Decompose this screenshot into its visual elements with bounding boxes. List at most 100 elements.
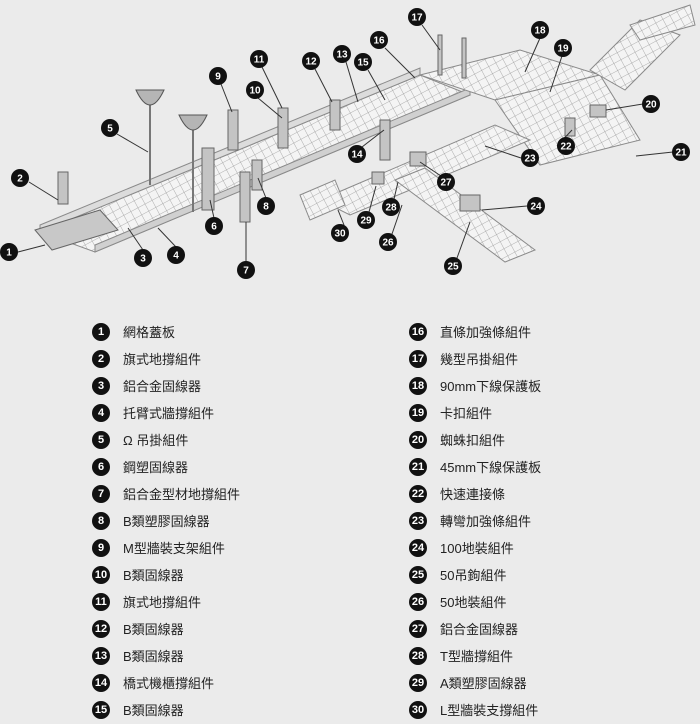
callout-number: 4	[173, 251, 179, 262]
legend-item-15: 15 B類固線器	[92, 696, 240, 723]
callout-circle	[357, 211, 375, 229]
callout-number: 17	[411, 13, 423, 24]
callout-number: 1	[6, 248, 12, 259]
callout-number: 16	[373, 36, 385, 47]
callout-20: 20	[642, 95, 660, 113]
legend-number-badge: 14	[92, 673, 110, 692]
omega-hangers	[135, 89, 208, 212]
callout-number: 14	[351, 150, 363, 161]
legend-number-badge: 19	[409, 403, 427, 422]
legend-label: 鋼塑固線器	[123, 460, 189, 475]
callout-number: 26	[382, 238, 394, 249]
callout-5: 5	[101, 119, 119, 137]
callout-number: 29	[360, 216, 372, 227]
legend-label: T型牆撐組件	[440, 649, 513, 664]
callout-21: 21	[672, 143, 690, 161]
legend-label: 旗式地撐組件	[123, 595, 202, 610]
callout-number: 28	[385, 203, 397, 214]
callout-number: 6	[211, 222, 217, 233]
legend-label: B類固線器	[123, 703, 184, 718]
legend-number-badge: 26	[409, 592, 427, 611]
callout-circle	[167, 246, 185, 264]
callout-number: 25	[447, 262, 459, 273]
legend-number-badge: 12	[92, 619, 110, 638]
callout-circle	[331, 224, 349, 242]
legend-label: 網格蓋板	[123, 325, 176, 340]
legend-number-badge: 20	[409, 430, 427, 449]
callout-9: 9	[209, 67, 227, 85]
legend-label: 鋁合金固線器	[440, 622, 519, 637]
callout-circle	[444, 257, 462, 275]
legend-label: 蜘蛛扣組件	[440, 433, 506, 448]
callout-7: 7	[237, 261, 255, 279]
legend-number-badge: 28	[409, 646, 427, 665]
legend-item-6: 6 鋼塑固線器	[92, 453, 240, 480]
callout-25: 25	[444, 257, 462, 275]
legend-number-badge: 29	[409, 673, 427, 692]
callout-circle	[521, 149, 539, 167]
legend-label: 鋁合金型材地撐組件	[123, 487, 241, 502]
legend-label: 幾型吊掛組件	[440, 352, 519, 367]
callout-8: 8	[257, 197, 275, 215]
leader-lines	[17, 24, 674, 262]
callout-circle	[437, 173, 455, 191]
mesh-cover-plate	[34, 209, 119, 251]
legend-number-badge: 21	[409, 457, 427, 476]
callout-circle	[531, 21, 549, 39]
legend-item-17: 17 幾型吊掛組件	[409, 345, 541, 372]
callout-16: 16	[370, 31, 388, 49]
legend-number-badge: 1	[92, 322, 110, 341]
callout-circle	[672, 143, 690, 161]
callout-circle	[246, 81, 264, 99]
legend-label: 快速連接條	[440, 487, 506, 502]
legend-item-1: 1 網格蓋板	[92, 318, 240, 345]
callout-circle	[11, 169, 29, 187]
callout-13: 13	[333, 45, 351, 63]
callout-14: 14	[348, 145, 366, 163]
lower-tray-run	[299, 124, 537, 263]
callout-15: 15	[354, 53, 372, 71]
callout-number: 22	[560, 142, 572, 153]
legend-label: 轉彎加強條組件	[440, 514, 532, 529]
upper-tray-run	[418, 4, 696, 166]
callout-number: 24	[530, 202, 542, 213]
legend-number-badge: 6	[92, 457, 110, 476]
callout-24: 24	[527, 197, 545, 215]
legend-number-badge: 2	[92, 349, 110, 368]
legend-label: B類塑膠固線器	[123, 514, 210, 529]
callout-number: 23	[524, 154, 536, 165]
legend-number-badge: 15	[92, 700, 110, 719]
callout-18: 18	[531, 21, 549, 39]
legend-number-badge: 8	[92, 511, 110, 530]
callout-3: 3	[134, 249, 152, 267]
callout-circle	[0, 243, 18, 261]
callout-1: 1	[0, 243, 18, 261]
legend-number-badge: 24	[409, 538, 427, 557]
callout-26: 26	[379, 233, 397, 251]
callout-2: 2	[11, 169, 29, 187]
callout-circle	[101, 119, 119, 137]
callout-circle	[370, 31, 388, 49]
legend-number-badge: 17	[409, 349, 427, 368]
callout-6: 6	[205, 217, 223, 235]
legend-label: 50吊鉤組件	[440, 568, 507, 583]
legend-number-badge: 9	[92, 538, 110, 557]
callout-circle	[302, 52, 320, 70]
callout-circle	[527, 197, 545, 215]
callout-number: 10	[249, 86, 261, 97]
legend-number-badge: 27	[409, 619, 427, 638]
legend-number-badge: 7	[92, 484, 110, 503]
callout-number: 20	[645, 100, 657, 111]
